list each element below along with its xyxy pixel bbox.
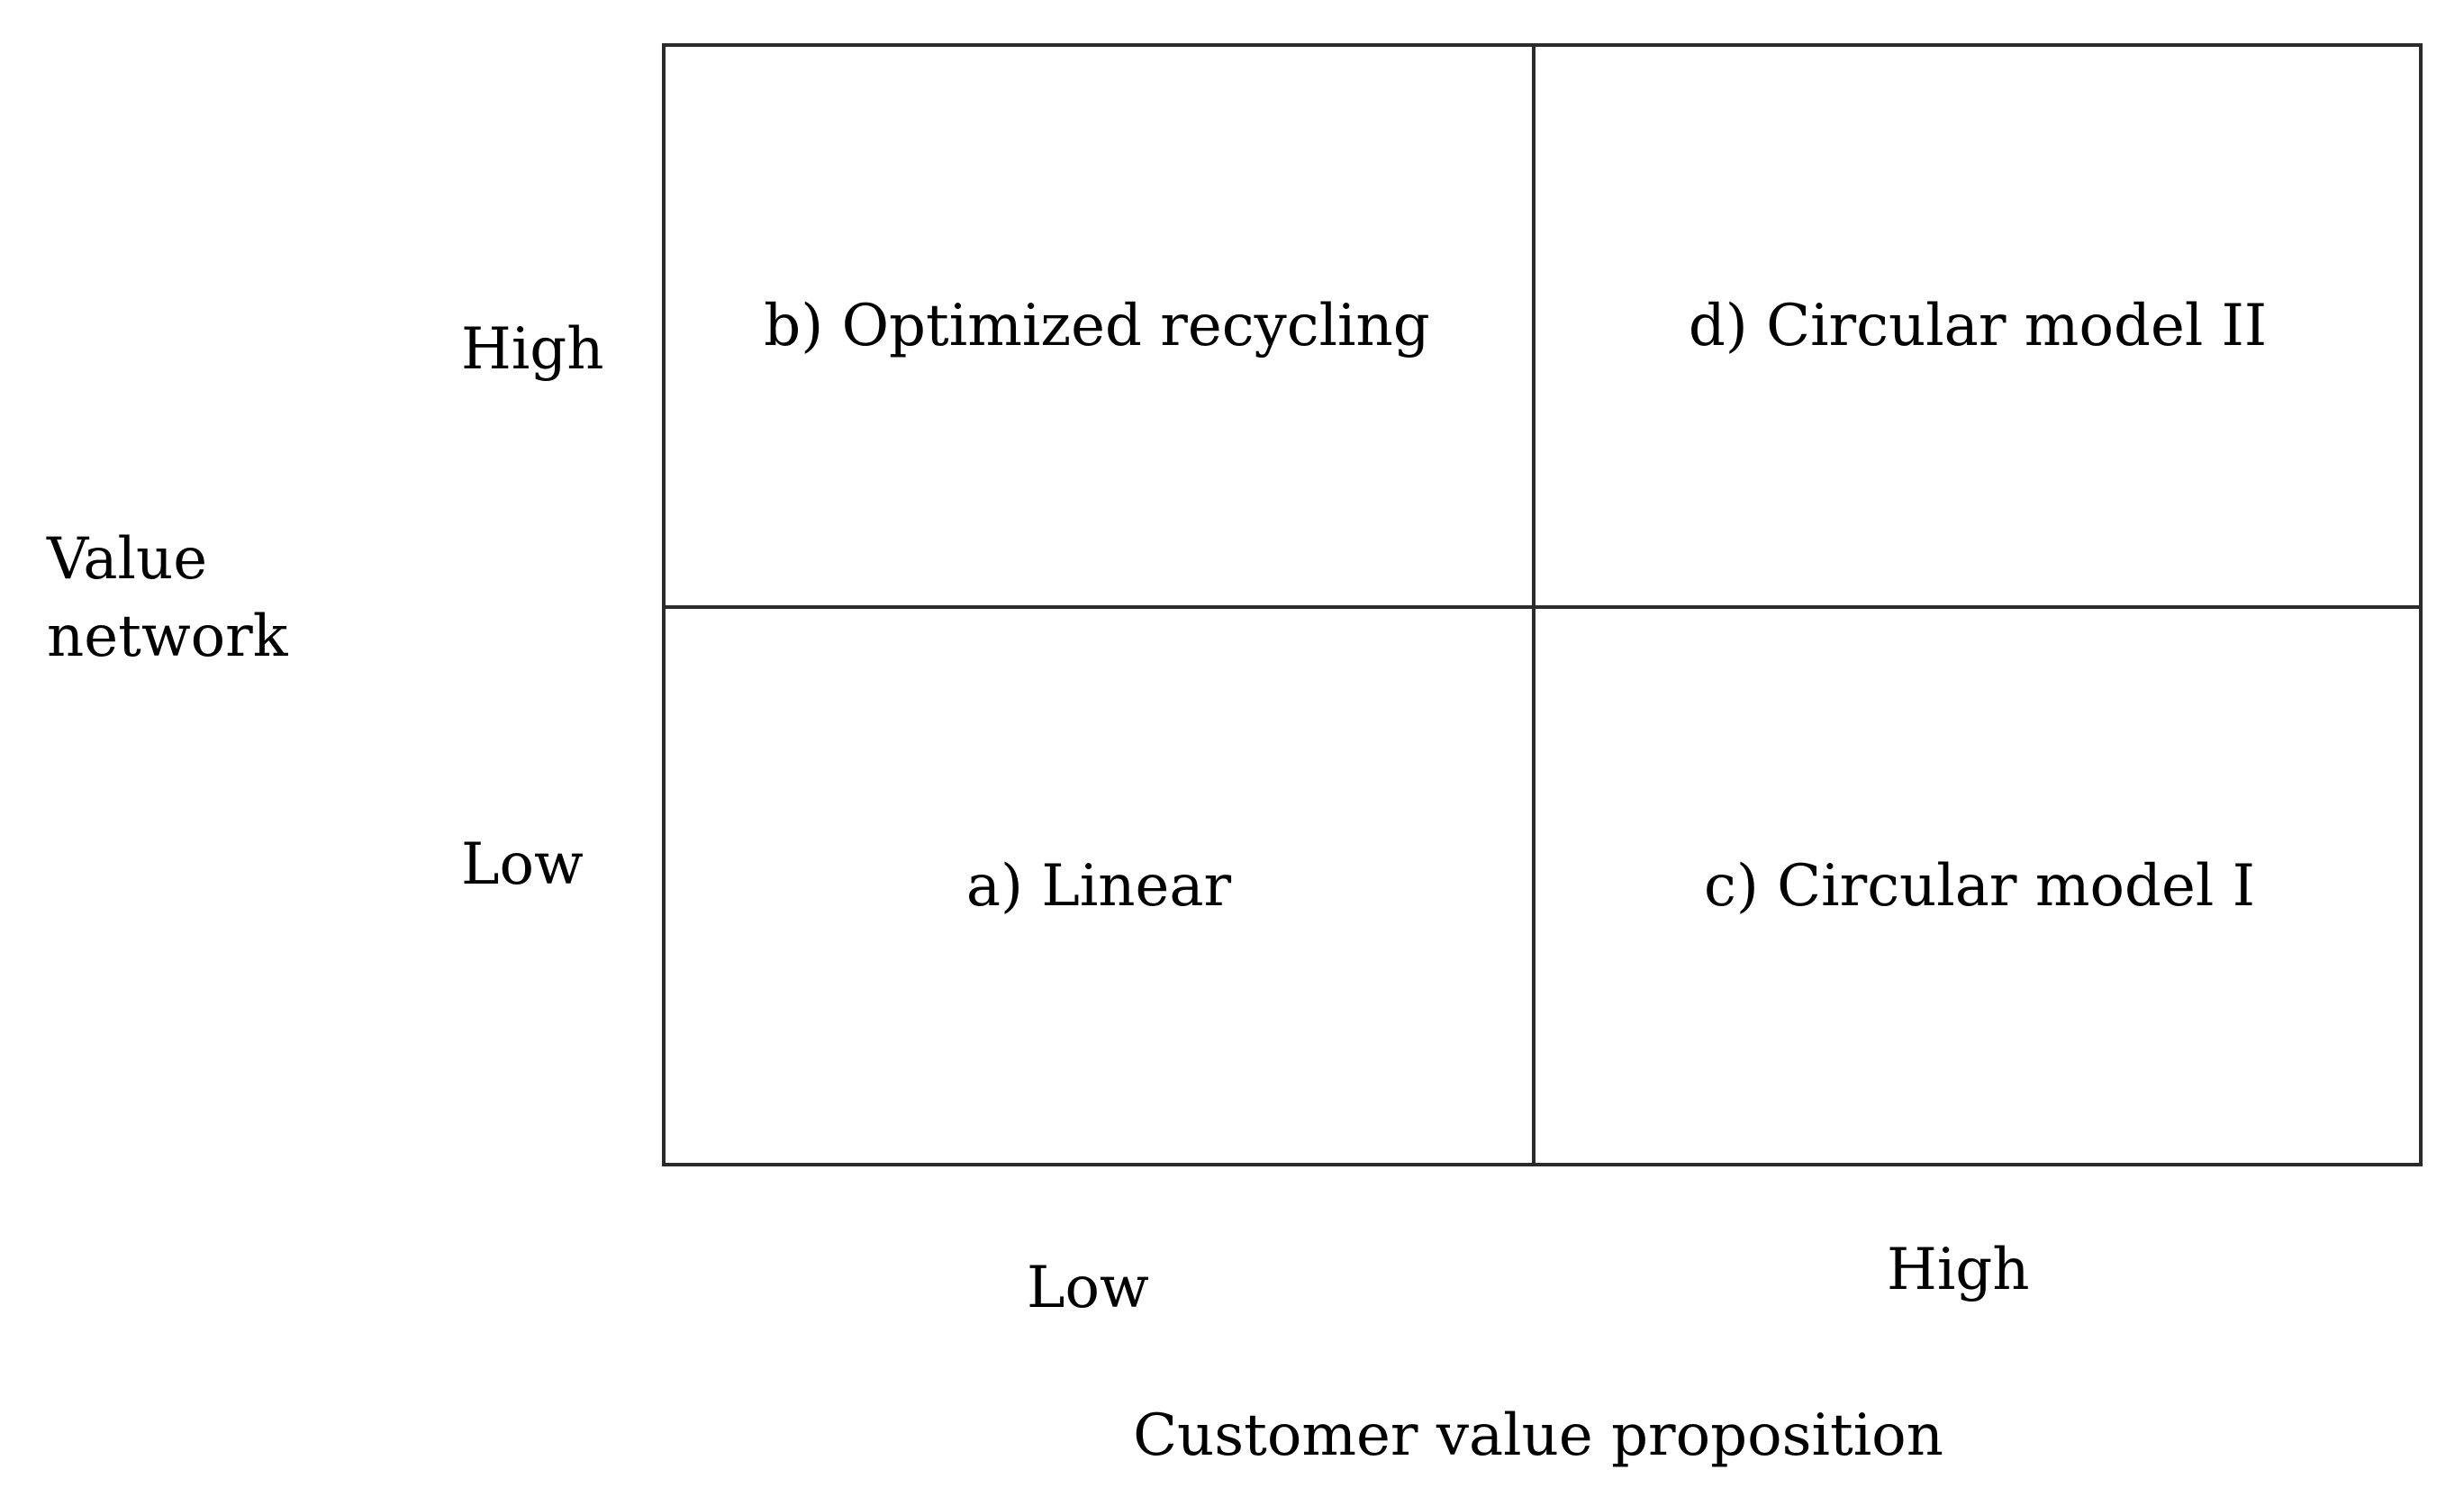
y-axis-high-label: High: [461, 316, 604, 383]
quadrant-bottom-right-label: c) Circular model I: [1704, 853, 2255, 920]
y-axis-title: Value network: [47, 521, 288, 676]
y-axis-low-label: Low: [461, 831, 584, 898]
y-axis-title-line1: Value: [47, 526, 208, 593]
x-axis-title: Customer value proposition: [1133, 1402, 1943, 1469]
x-axis-low-label: Low: [1027, 1255, 1149, 1321]
horizontal-divider: [666, 605, 2419, 609]
vertical-divider: [1532, 47, 1535, 1163]
x-axis-high-label: High: [1887, 1237, 2030, 1303]
quadrant-bottom-left-label: a) Linear: [965, 853, 1232, 920]
quadrant-top-right-label: d) Circular model II: [1688, 293, 2268, 359]
two-by-two-matrix: [662, 43, 2423, 1166]
y-axis-title-line2: network: [47, 603, 288, 670]
quadrant-top-left-label: b) Optimized recycling: [764, 293, 1430, 359]
